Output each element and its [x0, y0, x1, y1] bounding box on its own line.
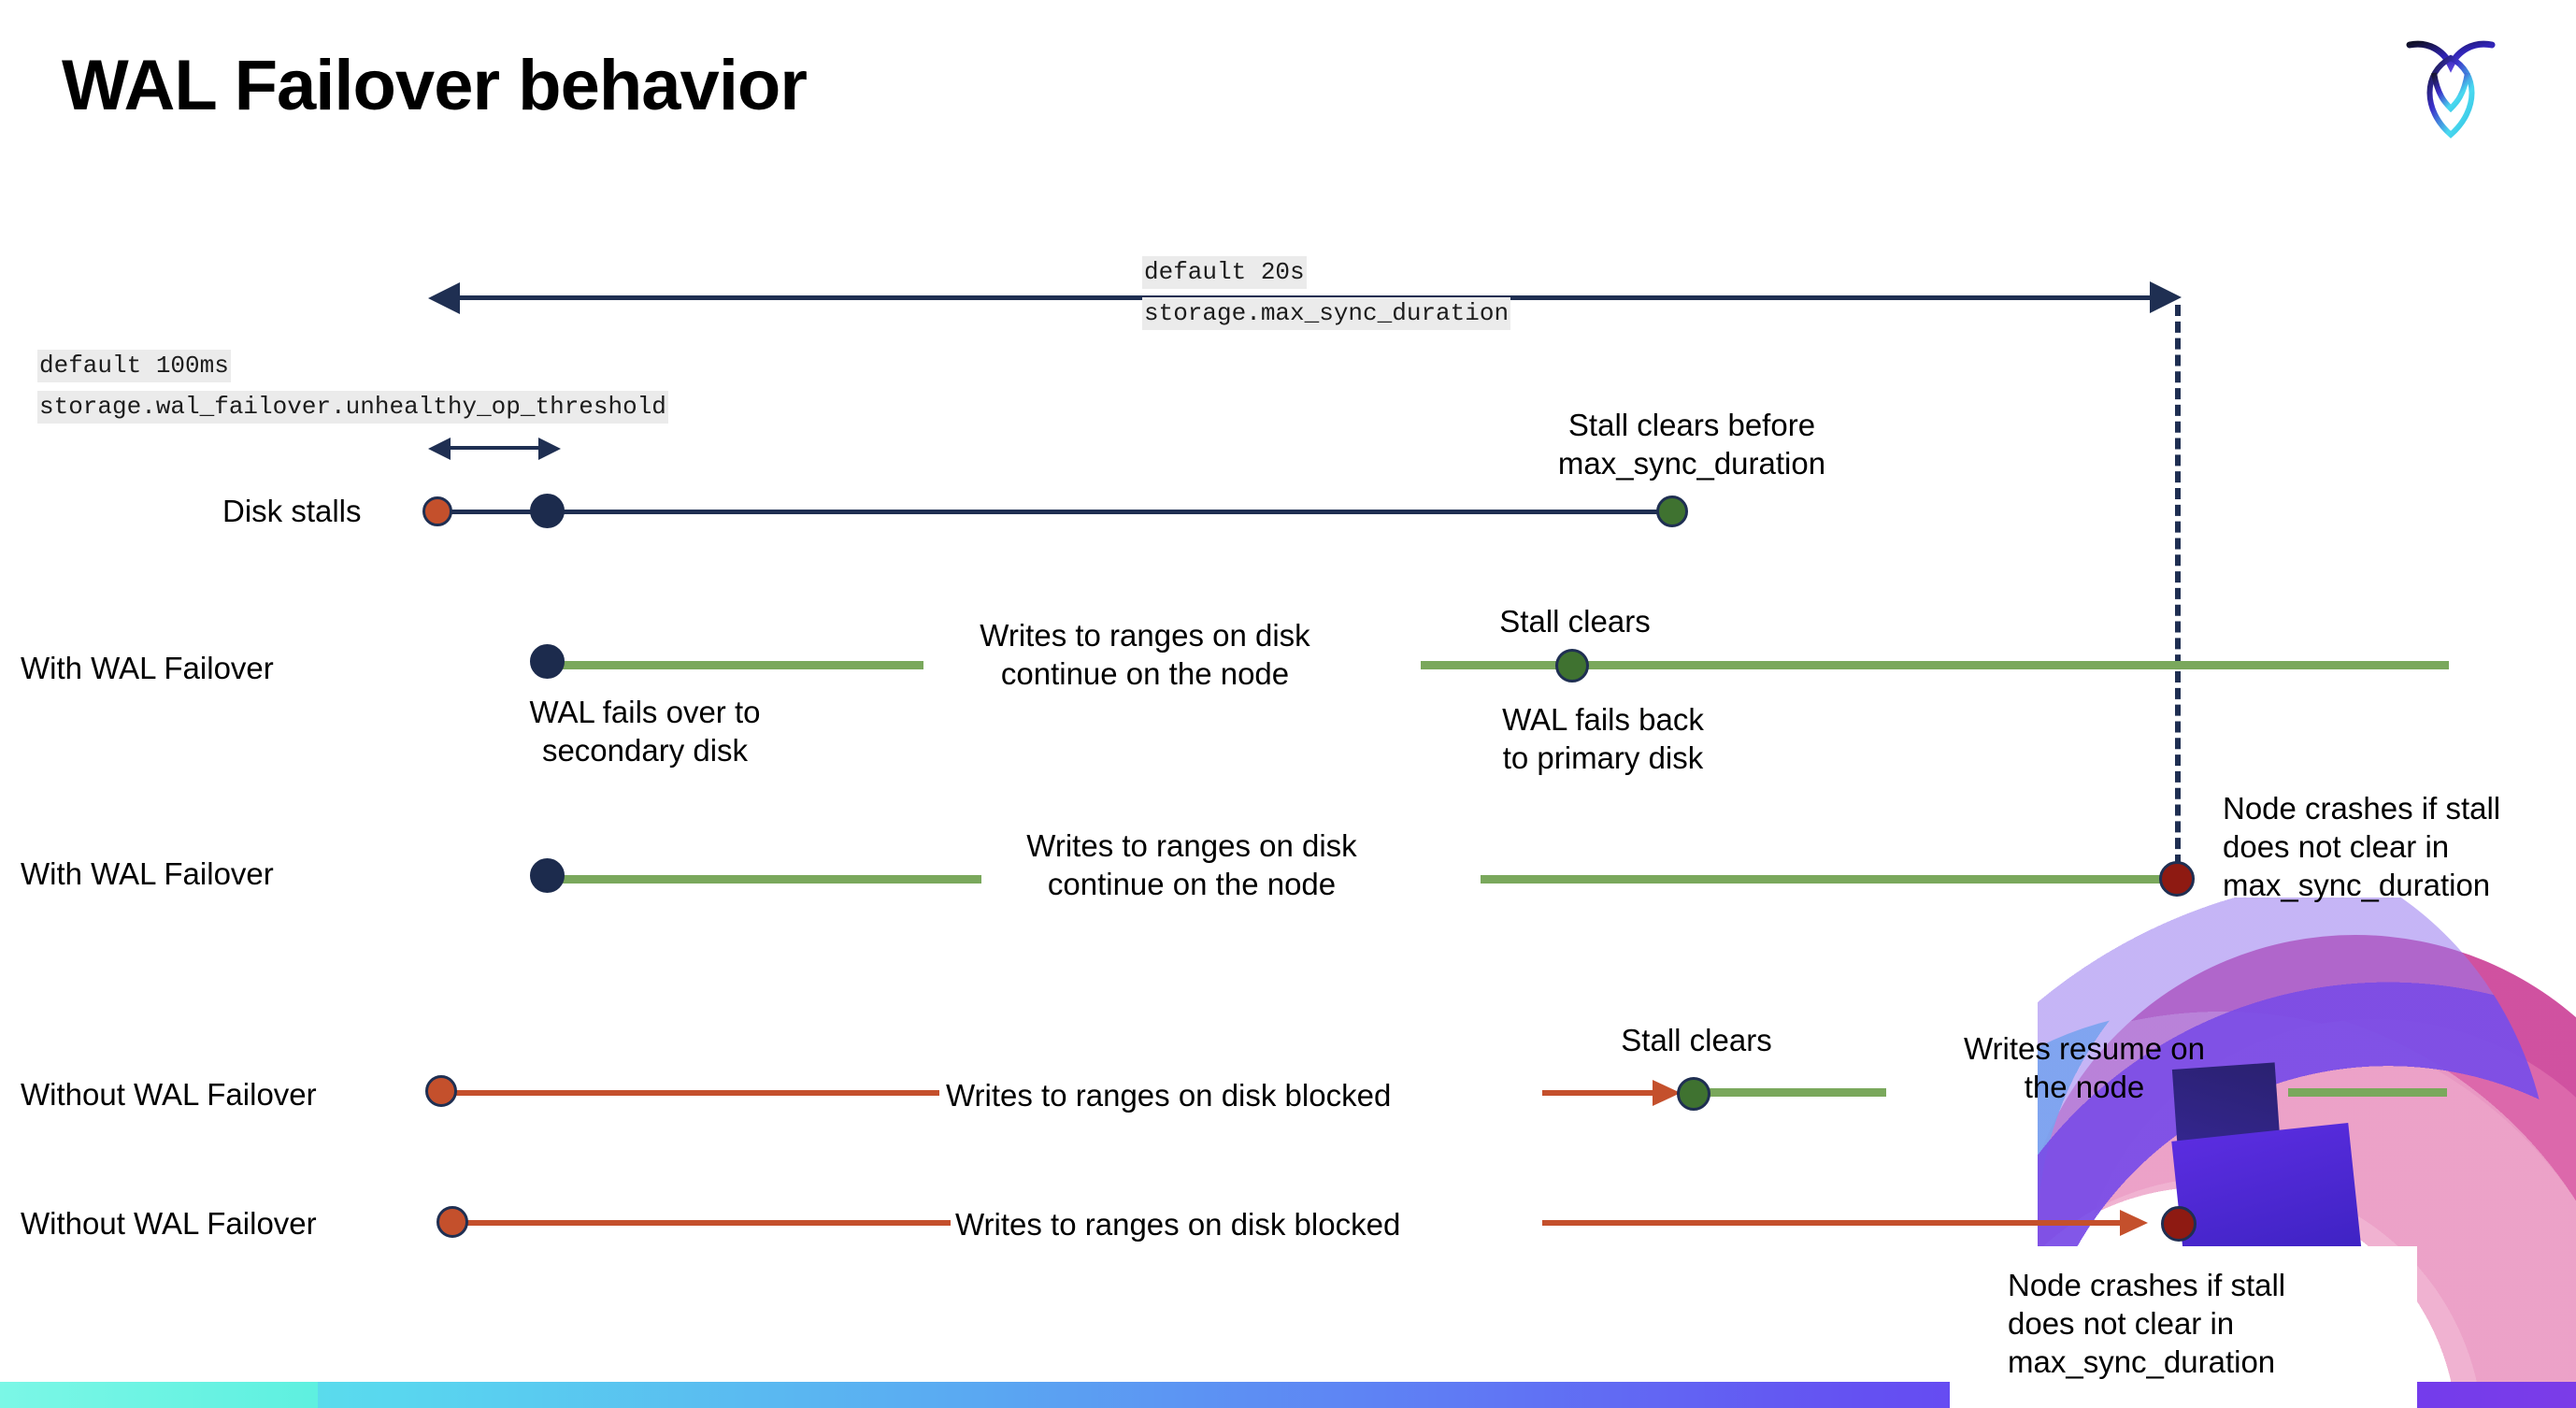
wal-failover-2-green-segment-a — [551, 875, 981, 884]
note-wal-fails-back: WAL fails back to primary disk — [1502, 702, 1704, 775]
cockroachdb-logo — [2406, 40, 2496, 138]
without-wal-1-green-segment — [1709, 1088, 1886, 1097]
wal-failover-2-green-segment-b — [1481, 875, 2174, 884]
row-label-disk-stalls: Disk stalls — [222, 494, 362, 528]
note-node-crashes-1: Node crashes if stall does not clear in … — [2223, 791, 2501, 902]
without-wal-1-start-dot — [425, 1075, 457, 1107]
wal-failover-1-failover-dot — [530, 644, 565, 679]
without-wal-1-orange-segment-b — [1542, 1090, 1673, 1096]
max-sync-dashed-dropline — [2175, 305, 2181, 866]
row-label-with-wal-failover-2: With WAL Failover — [21, 856, 274, 891]
disk-stalls-start-dot — [422, 496, 452, 526]
disk-stalls-threshold-dot — [530, 494, 565, 528]
note-writes-blocked-1: Writes to ranges on disk blocked — [946, 1078, 1392, 1113]
unhealthy-span-left-arrowhead — [428, 438, 451, 460]
note-stall-clears-2: Stall clears — [1621, 1023, 1772, 1057]
without-wal-1-orange-segment-a — [444, 1090, 939, 1096]
note-writes-continue-1: Writes to ranges on disk continue on the… — [980, 618, 1310, 691]
crash-callout-box: Node crashes if stall does not clear in … — [1950, 1246, 2417, 1408]
unhealthy-threshold-setting-chip: storage.wal_failover.unhealthy_op_thresh… — [37, 391, 668, 424]
max-sync-default-chip: default 20s — [1142, 256, 1307, 289]
note-stall-clears-before-max: Stall clears before max_sync_duration — [1557, 408, 1826, 481]
row-label-with-wal-failover-1: With WAL Failover — [21, 651, 274, 685]
disk-stalls-line — [439, 510, 1673, 514]
bottom-gradient-bar-left — [0, 1382, 318, 1408]
wal-failover-1-clear-dot — [1555, 649, 1589, 682]
note-writes-continue-2: Writes to ranges on disk continue on the… — [1026, 828, 1357, 901]
wal-failover-1-green-segment-b — [1421, 661, 2449, 669]
without-wal-2-orange-segment-a — [455, 1220, 951, 1226]
note-writes-blocked-2: Writes to ranges on disk blocked — [955, 1207, 1401, 1242]
page-title: WAL Failover behavior — [62, 46, 808, 125]
note-writes-resume: Writes resume on the node — [1964, 1031, 2205, 1104]
without-wal-1-arrowhead — [1653, 1080, 1681, 1106]
unhealthy-threshold-default-chip: default 100ms — [37, 350, 231, 382]
note-node-crashes-2: Node crashes if stall does not clear in … — [2008, 1268, 2286, 1379]
unhealthy-span-right-arrowhead — [538, 438, 561, 460]
wal-failover-1-green-segment-a — [551, 661, 923, 669]
row-label-without-wal-failover-1: Without WAL Failover — [21, 1077, 317, 1112]
without-wal-2-orange-segment-b — [1542, 1220, 2140, 1226]
without-wal-1-green-segment-far — [2288, 1088, 2447, 1097]
unhealthy-span-line — [449, 446, 540, 450]
without-wal-1-clear-dot — [1677, 1077, 1710, 1111]
wal-failover-2-failover-dot — [530, 858, 565, 893]
note-stall-clears-1: Stall clears — [1499, 604, 1651, 639]
max-sync-span-left-arrowhead — [428, 282, 460, 314]
max-sync-setting-chip: storage.max_sync_duration — [1142, 297, 1511, 330]
without-wal-2-start-dot — [436, 1206, 468, 1238]
note-wal-fails-over: WAL fails over to secondary disk — [529, 695, 761, 768]
row-label-without-wal-failover-2: Without WAL Failover — [21, 1206, 317, 1241]
without-wal-2-arrowhead — [2120, 1210, 2148, 1236]
without-wal-2-crash-dot — [2161, 1206, 2197, 1242]
wal-failover-2-crash-dot — [2159, 861, 2195, 897]
disk-stalls-clear-dot — [1656, 496, 1688, 527]
